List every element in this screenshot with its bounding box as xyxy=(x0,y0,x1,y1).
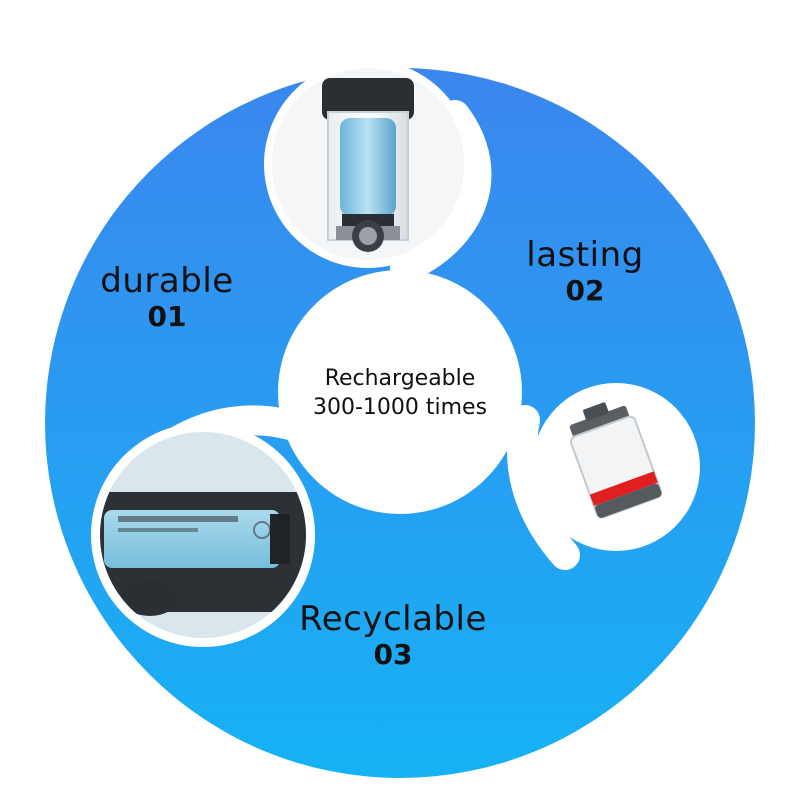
feature-number: 03 xyxy=(373,638,413,672)
center-circle xyxy=(278,270,522,514)
feature-lasting: lasting 02 xyxy=(505,235,665,308)
battery-pack-icon xyxy=(91,423,315,647)
feature-title: durable xyxy=(100,261,234,301)
feature-recyclable: Recyclable 03 xyxy=(283,599,503,672)
center-caption: Rechargeable 300-1000 times xyxy=(275,365,525,422)
feature-number: 02 xyxy=(565,274,605,308)
center-line-1: Rechargeable xyxy=(324,366,476,391)
feature-title: Recyclable xyxy=(299,599,487,639)
battery-cutaway-icon xyxy=(264,60,472,268)
battery-level-icon xyxy=(532,383,700,551)
feature-title: lasting xyxy=(526,235,644,275)
feature-number: 01 xyxy=(147,300,187,334)
center-line-2: 300-1000 times xyxy=(312,394,488,420)
swirl-gap-right xyxy=(507,405,580,570)
feature-durable: durable 01 xyxy=(82,261,252,334)
